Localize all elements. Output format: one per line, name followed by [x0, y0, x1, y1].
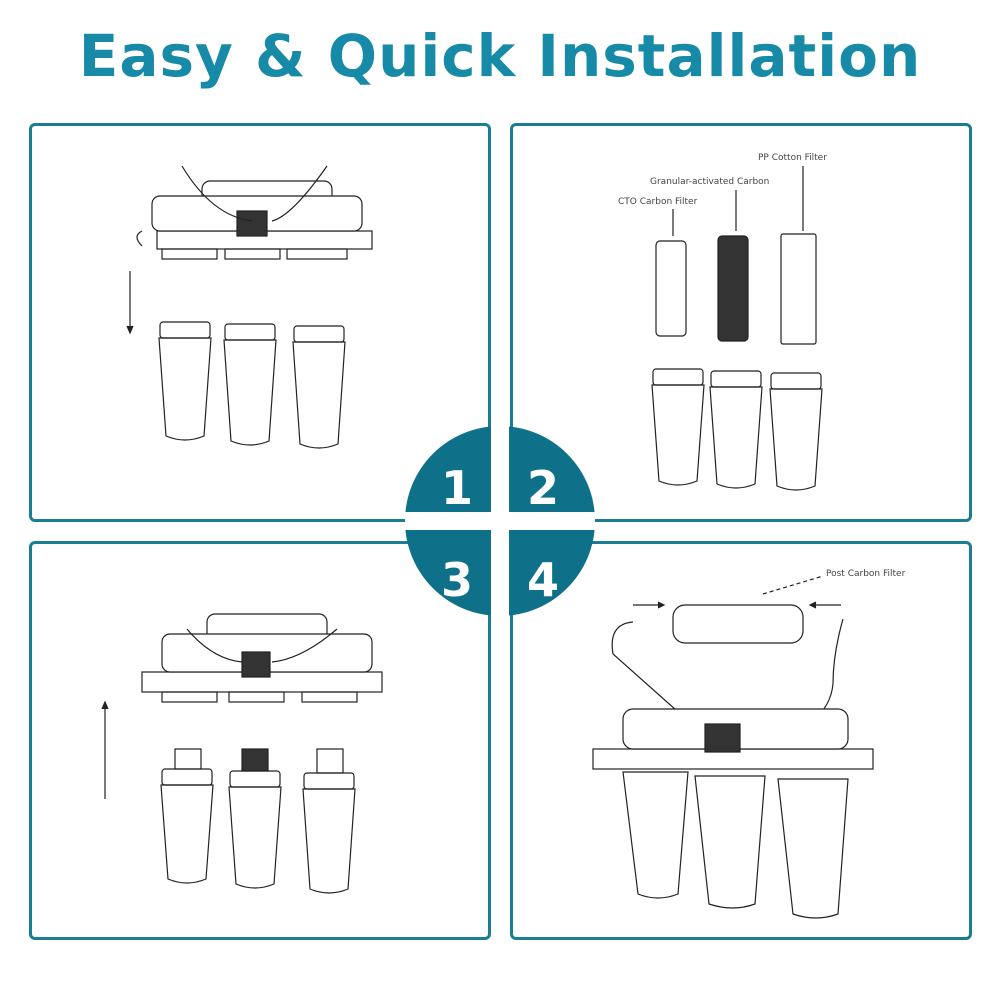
post-filter-attachment-illustration: [592, 575, 874, 919]
step-3-panel: [29, 541, 491, 940]
step-4-panel: Post Carbon Filter: [510, 541, 972, 940]
filter-unit-disassembly-illustration: [126, 165, 373, 449]
pp-cotton-filter-label: PP Cotton Filter: [758, 153, 827, 163]
step-2-panel: PP Cotton Filter Granular-activated Carb…: [510, 123, 972, 522]
post-carbon-filter-label: Post Carbon Filter: [826, 569, 906, 579]
cto-carbon-filter-label: CTO Carbon Filter: [618, 197, 698, 207]
step-1-panel: [29, 123, 491, 522]
granular-carbon-label: Granular-activated Carbon: [650, 177, 770, 187]
page-title: Easy & Quick Installation: [78, 22, 922, 90]
step-number-3: 3: [441, 553, 473, 607]
step-number-1: 1: [441, 461, 473, 515]
step-number-badge: 1 2 3 4: [405, 426, 595, 616]
filter-cartridges-illustration: [651, 166, 823, 491]
step-number-2: 2: [527, 461, 559, 515]
step-number-4: 4: [527, 553, 559, 607]
filter-unit-reassembly-illustration: [101, 613, 383, 894]
